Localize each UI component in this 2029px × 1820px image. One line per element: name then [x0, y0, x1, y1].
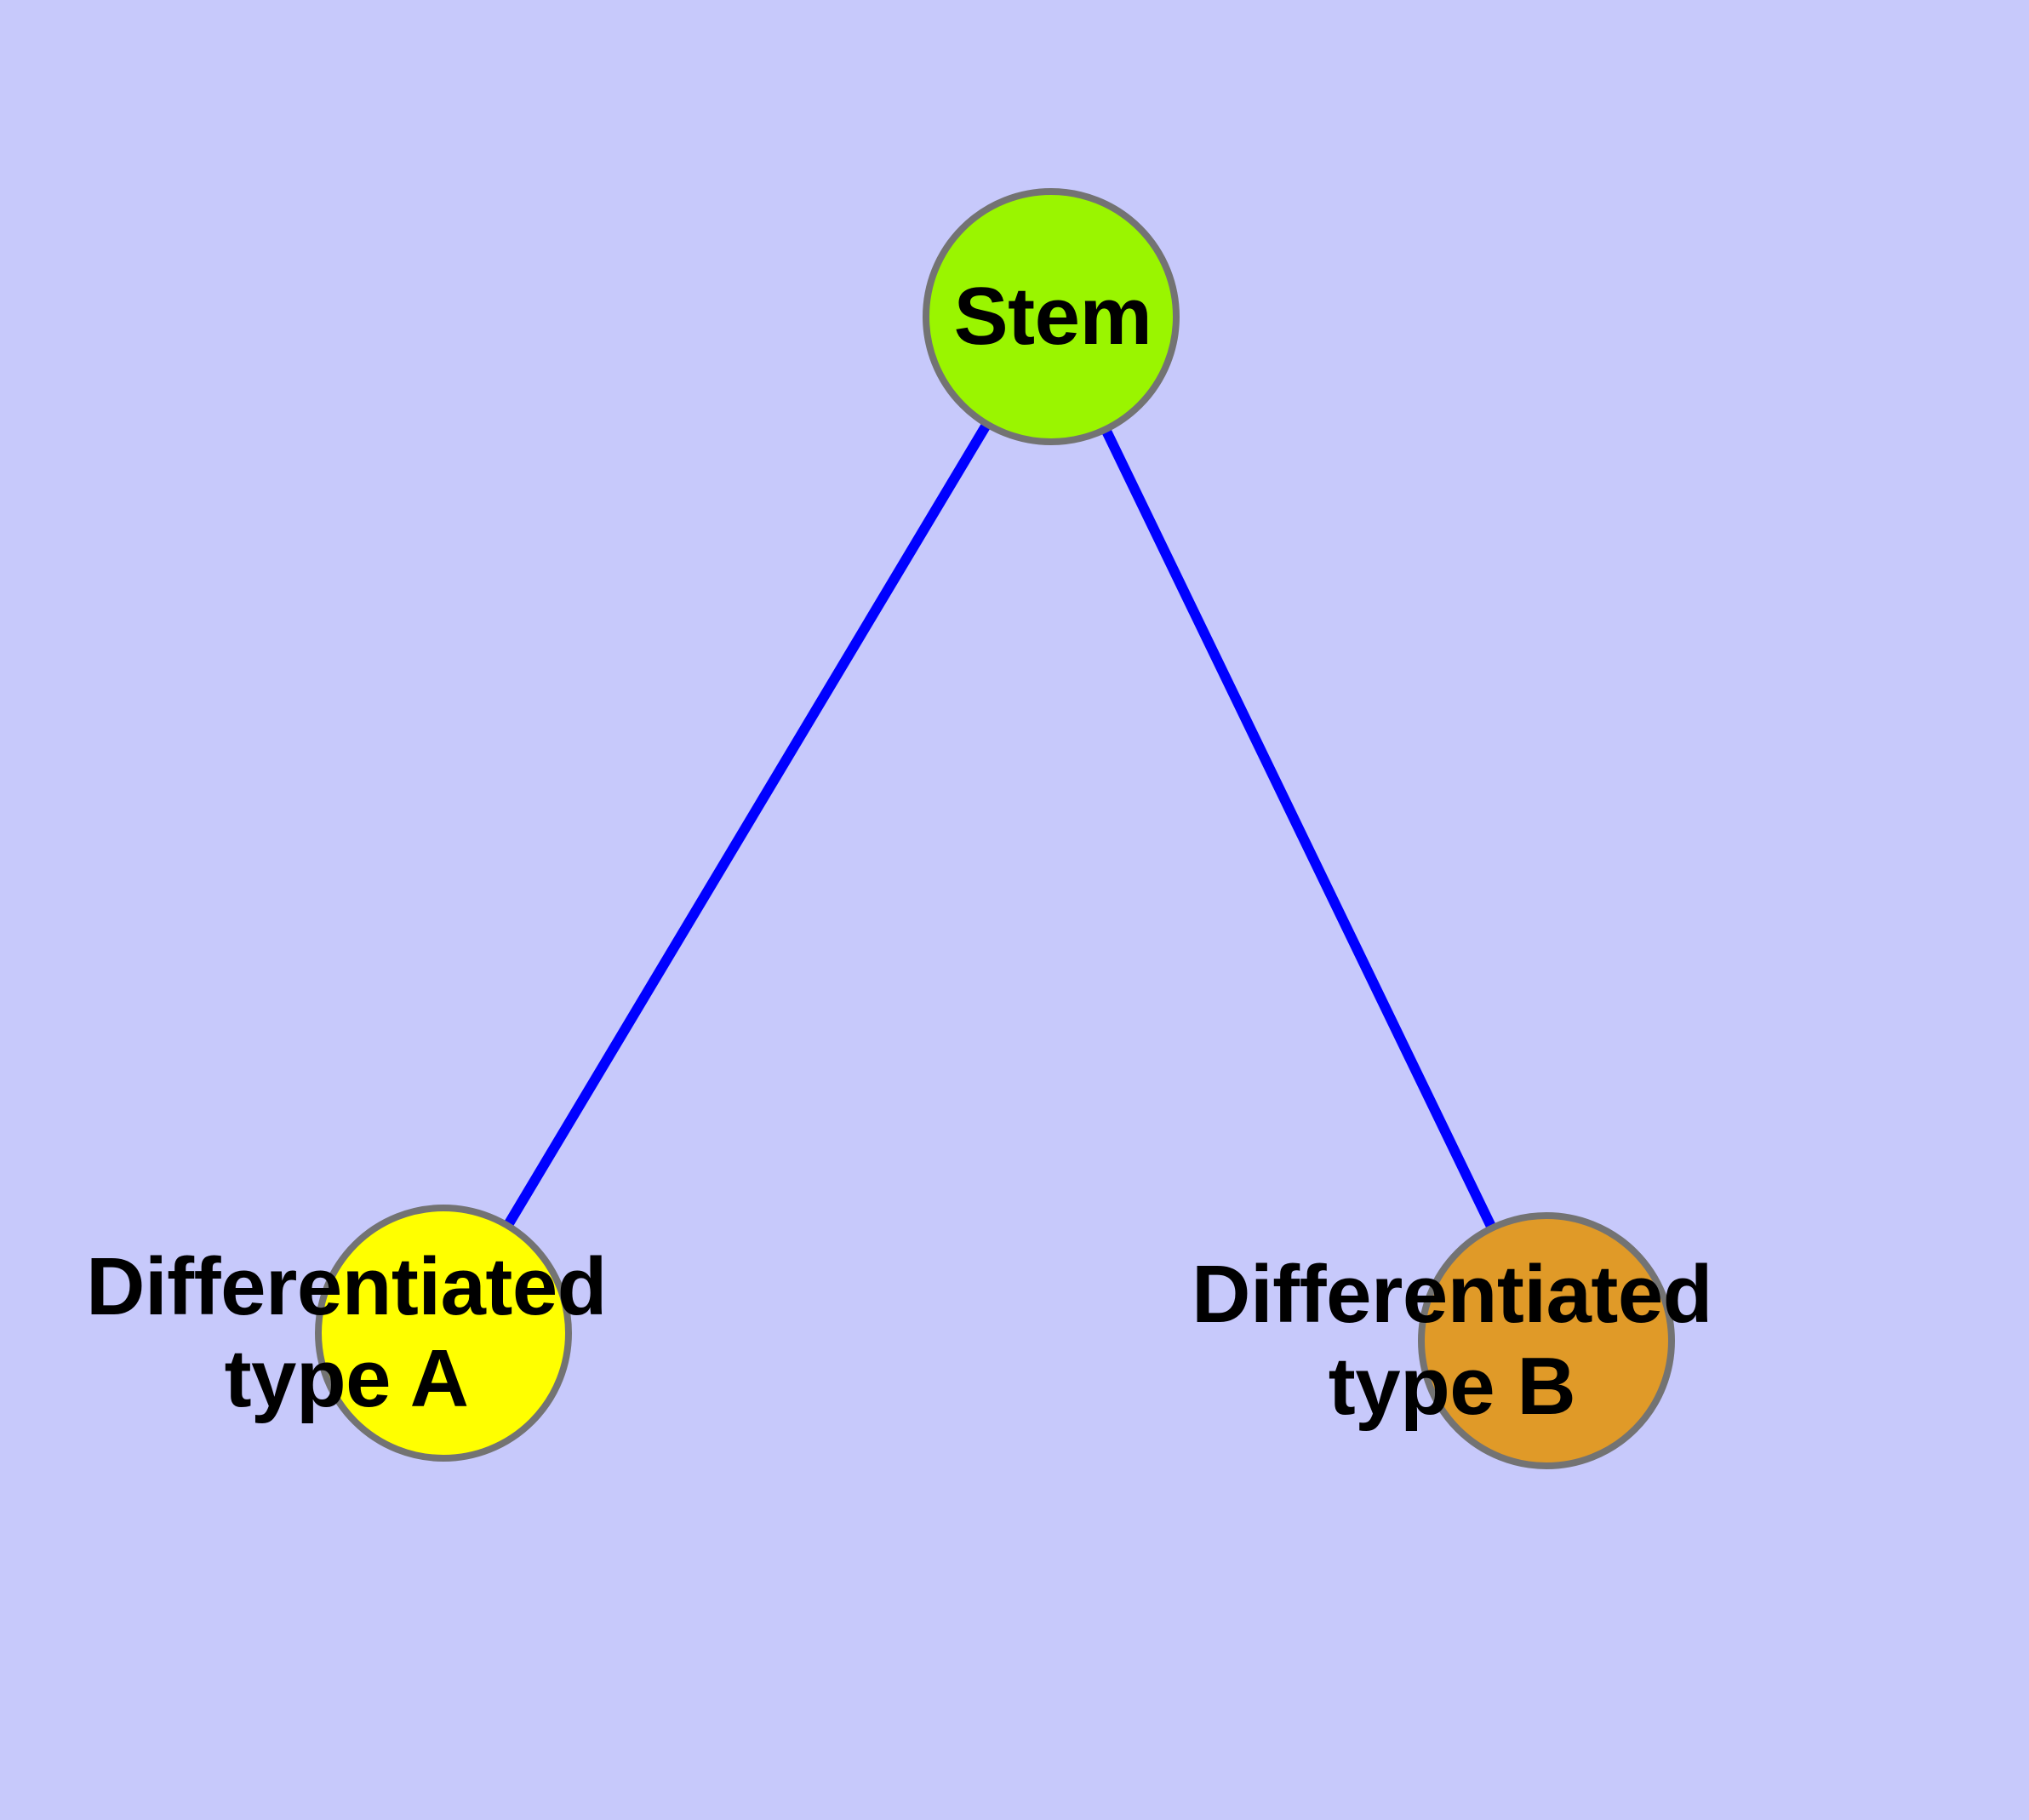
graph-node-stem[interactable]	[923, 188, 1180, 445]
graph-node-diff-a[interactable]	[315, 1205, 572, 1462]
graph-edge[interactable]	[438, 313, 1056, 1336]
graph-node-diff-b[interactable]	[1418, 1212, 1675, 1469]
graph-edge[interactable]	[1046, 314, 1552, 1343]
